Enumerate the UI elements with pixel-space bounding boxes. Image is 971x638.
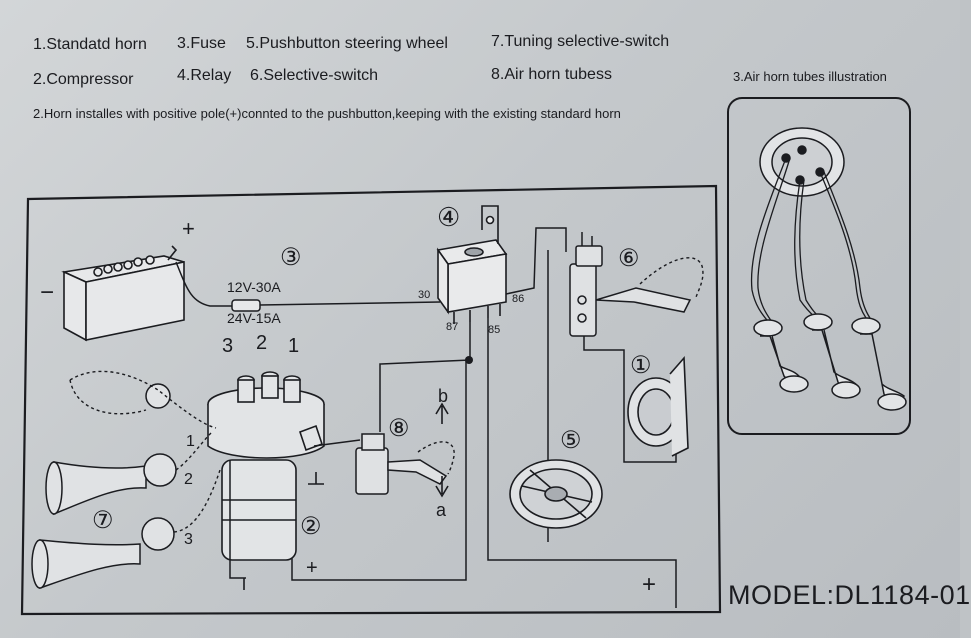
compressor-port-2: 2: [256, 332, 267, 354]
label-7: ⑦: [92, 507, 114, 534]
air-horn-tubes-left: [31, 383, 177, 590]
battery-illustration: [61, 245, 185, 342]
ground-marks: [243, 472, 324, 590]
fuse-rating-12v: 12V-30A: [227, 279, 281, 295]
steering-wheel-illustration: [509, 459, 603, 529]
battery-plus-label: +: [182, 216, 195, 241]
tuning-switch-illustration: [355, 433, 448, 495]
legend-fuse: 3.Fuse: [177, 35, 226, 52]
relay-pin-85: 85: [488, 324, 500, 336]
legend-relay: 4.Relay: [177, 67, 232, 84]
tubes-illustration-frame: [727, 97, 911, 435]
legend-selective-switch: 6.Selective-switch: [250, 67, 379, 84]
horn-port-3: 3: [184, 531, 193, 548]
compressor-plus-label: +: [306, 557, 318, 579]
legend-air-horn-tubes: 8.Air horn tubess: [491, 66, 612, 83]
legend-standard-horn: 1.Standatd horn: [33, 36, 147, 53]
installation-note: 2.Horn installes with positive pole(+)co…: [33, 106, 621, 121]
battery-minus-label: −: [40, 279, 54, 306]
switch-label-a: a: [436, 500, 447, 520]
fuse-rating-24v: 24V-15A: [227, 310, 281, 326]
bottom-plus-label: +: [642, 571, 656, 598]
label-1: ①: [630, 352, 652, 379]
tubes-horns: [753, 313, 907, 411]
tubes-illustration: [759, 127, 845, 197]
legend-compressor: 2.Compressor: [33, 71, 134, 88]
relay-illustration: [436, 205, 508, 324]
model-number: MODEL:DL1184-01: [728, 580, 971, 610]
label-5: ⑤: [560, 427, 582, 454]
compressor-illustration: [207, 371, 325, 561]
horn-port-2: 2: [184, 471, 193, 488]
tubes-illustration-title: 3.Air horn tubes illustration: [733, 69, 887, 84]
compressor-port-1: 1: [288, 335, 299, 357]
relay-pin-86: 86: [512, 293, 524, 305]
label-8: ⑧: [388, 415, 410, 442]
standard-horn-illustration: [627, 355, 689, 457]
selective-switch-illustration: [569, 232, 692, 337]
legend-pushbutton: 5.Pushbutton steering wheel: [246, 35, 448, 52]
diagram-frame: [20, 184, 722, 616]
label-6: ⑥: [618, 245, 640, 272]
relay-pin-30: 30: [418, 289, 430, 301]
legend-tuning-switch: 7.Tuning selective-switch: [491, 33, 670, 50]
label-2: ②: [300, 513, 322, 540]
relay-pin-87: 87: [446, 321, 458, 333]
horn-port-1: 1: [186, 433, 195, 450]
compressor-port-3: 3: [222, 335, 233, 357]
label-4: ④: [437, 202, 460, 232]
switch-label-b: b: [438, 386, 448, 406]
fuse-illustration: [231, 299, 261, 312]
label-3: ③: [280, 244, 302, 271]
